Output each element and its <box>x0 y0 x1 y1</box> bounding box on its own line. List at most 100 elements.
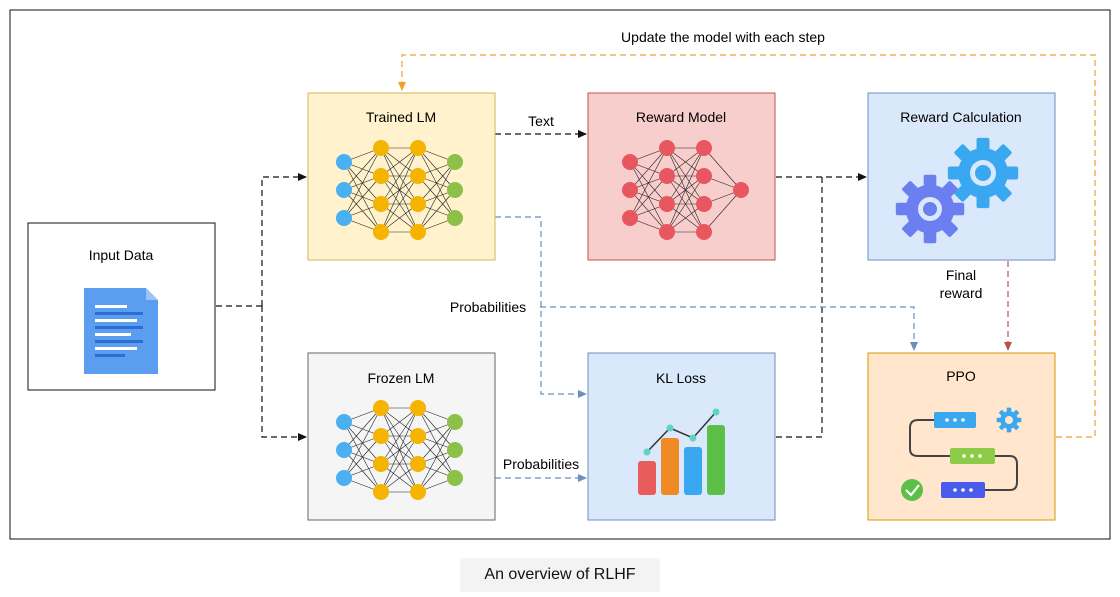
nn-connection <box>380 175 419 233</box>
nn-connection <box>629 175 668 219</box>
nn-node <box>696 140 712 156</box>
edge-branch-to-trained <box>261 173 307 306</box>
nn-node <box>373 456 389 472</box>
nn-node <box>447 182 463 198</box>
bar-chart-icon <box>638 408 725 495</box>
nn-node <box>696 224 712 240</box>
nn-node <box>336 442 352 458</box>
nn-connection <box>417 189 456 233</box>
check-icon <box>901 479 923 501</box>
node-frozen-lm: Frozen LM <box>307 352 496 521</box>
workflow-icon <box>901 407 1022 501</box>
nn-node <box>336 414 352 430</box>
neural-network-icon <box>622 140 749 240</box>
label-probabilities-trained: Probabilities <box>450 299 526 315</box>
edge-probabilities-to-ppo <box>540 306 918 351</box>
label-probabilities-frozen: Probabilities <box>503 456 579 472</box>
nn-node <box>373 196 389 212</box>
nn-node <box>410 140 426 156</box>
nn-node <box>659 168 675 184</box>
label-final-reward-2: reward <box>940 285 983 301</box>
input-data-label: Input Data <box>89 247 154 263</box>
edge-kl-to-calc <box>776 177 823 438</box>
kl-loss-label: KL Loss <box>656 370 706 386</box>
node-kl-loss: KL Loss <box>587 352 776 521</box>
nn-node <box>410 196 426 212</box>
nn-connection <box>343 175 382 219</box>
document-icon <box>84 288 158 374</box>
nn-node <box>336 470 352 486</box>
nn-node <box>410 428 426 444</box>
nn-connection <box>703 189 742 233</box>
nn-connection <box>380 435 419 493</box>
node-reward-calculation: Reward Calculation <box>867 92 1056 261</box>
nn-connection <box>417 421 456 465</box>
nn-node <box>410 400 426 416</box>
nn-connection <box>666 147 705 233</box>
edges <box>216 54 1096 482</box>
label-final-reward-1: Final <box>946 267 976 283</box>
nn-node <box>447 210 463 226</box>
ppo-label: PPO <box>946 368 976 384</box>
nn-node <box>447 414 463 430</box>
nn-node <box>373 140 389 156</box>
nn-node <box>373 168 389 184</box>
edge-branch-to-frozen <box>261 306 307 441</box>
nn-connection <box>417 161 456 233</box>
nn-connection <box>343 435 382 479</box>
edge-update <box>398 54 1096 438</box>
nn-node <box>336 210 352 226</box>
edge-trained-to-kl <box>495 216 587 398</box>
nn-node <box>373 484 389 500</box>
nn-connection <box>666 175 705 233</box>
node-input-data: Input Data <box>27 222 216 391</box>
nn-node <box>410 224 426 240</box>
nn-connection <box>380 147 419 205</box>
reward-calculation-label: Reward Calculation <box>900 109 1021 125</box>
nn-connection <box>629 147 668 191</box>
node-trained-lm: Trained LM <box>307 92 496 261</box>
nn-node <box>622 154 638 170</box>
label-text: Text <box>528 113 554 129</box>
nn-node <box>659 140 675 156</box>
nn-connection <box>417 449 456 493</box>
neural-network-icon <box>336 140 463 240</box>
nn-node <box>410 456 426 472</box>
nn-node <box>373 224 389 240</box>
nn-node <box>373 428 389 444</box>
nn-node <box>622 210 638 226</box>
nn-node <box>410 168 426 184</box>
nn-node <box>659 196 675 212</box>
caption-text: An overview of RLHF <box>484 566 636 583</box>
nn-node <box>410 484 426 500</box>
nn-node <box>447 442 463 458</box>
nn-connection <box>343 147 382 191</box>
nn-connection <box>417 421 456 493</box>
nn-connection <box>380 407 419 465</box>
node-ppo: PPO <box>867 352 1056 521</box>
nn-node <box>336 182 352 198</box>
nn-connection <box>629 147 668 219</box>
nn-connection <box>343 407 382 451</box>
frozen-lm-label: Frozen LM <box>368 370 435 386</box>
nn-node <box>696 196 712 212</box>
nn-node <box>659 224 675 240</box>
gears-icon <box>895 137 1019 244</box>
node-reward-model: Reward Model <box>587 92 776 261</box>
nn-connection <box>380 407 419 493</box>
reward-model-label: Reward Model <box>636 109 726 125</box>
nn-connection <box>343 407 382 479</box>
nn-node <box>447 470 463 486</box>
nn-node <box>696 168 712 184</box>
nn-connection <box>417 161 456 205</box>
nn-connection <box>666 147 705 205</box>
nn-node <box>373 400 389 416</box>
label-update: Update the model with each step <box>621 29 825 45</box>
figure-caption: An overview of RLHF <box>460 558 660 592</box>
neural-network-icon <box>336 400 463 500</box>
nn-connection <box>703 147 742 191</box>
diagram-frame <box>9 9 1111 540</box>
nn-node <box>336 154 352 170</box>
nn-node <box>733 182 749 198</box>
